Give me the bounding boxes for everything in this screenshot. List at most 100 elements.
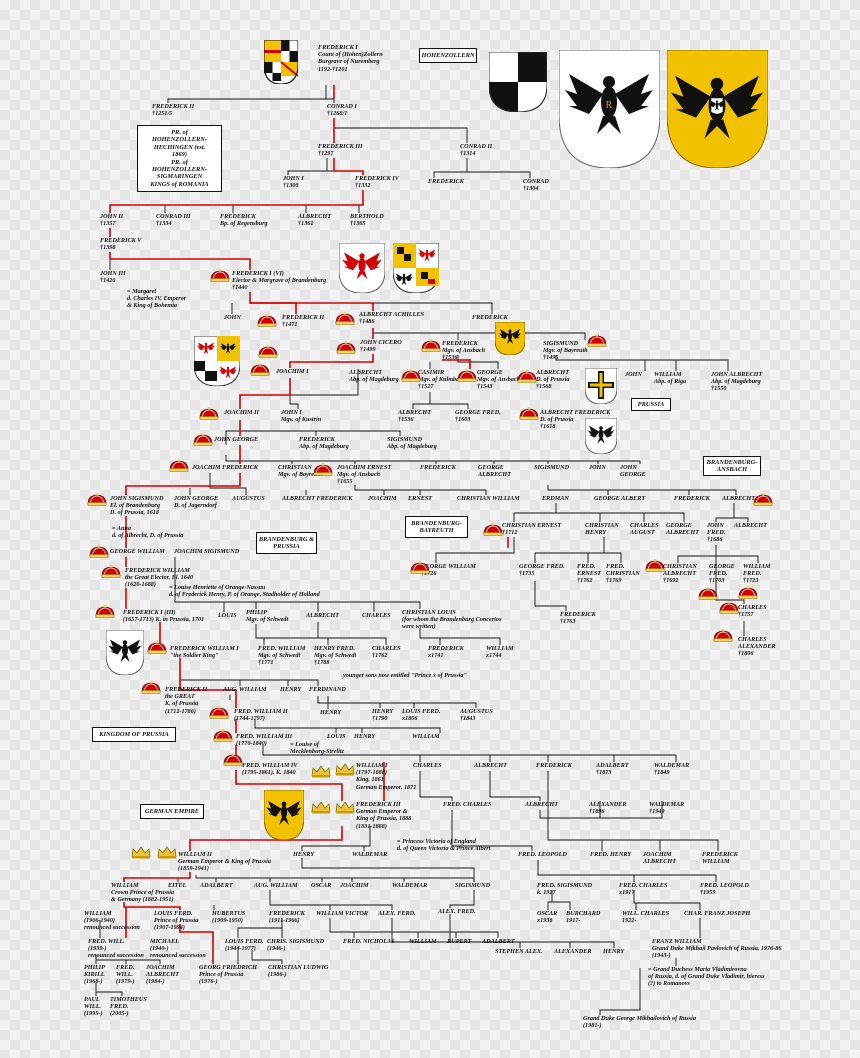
person-george-fred-1603: GEORGE FRED. †1603 [455,409,501,424]
crown-icon [483,522,503,536]
family-connector [290,369,359,396]
family-connector [419,628,501,645]
person-louis-ferd-b: LOUIS FERD. Prince of Prussia (1907-1994… [154,910,199,932]
crown-icon [95,604,115,618]
person-frederick-magdeburg: FREDERICK Abp. of Magdeburg [299,436,349,451]
person-christian-ludwig: CHRISTIAN LUDWIG (1986-) [268,964,329,979]
person-charles-1757: CHARLES †1757 [738,604,767,619]
family-connector [419,771,453,801]
person-john-iii: JOHN III †1420 [100,270,126,285]
person-frederick-william-b: FREDERICK WILLIAM [702,851,738,866]
person-conrad-c: CONRAD †1304 [523,178,549,193]
family-connector [633,890,701,910]
person-oscar-a: OSCAR [311,882,332,889]
crown-icon [335,763,355,776]
family-connector [109,190,364,213]
person-fw-iv: FRED. WILLIAM IV (1795-1861), K. 1840 [242,762,298,777]
person-waldemar-a: WALDEMAR [352,851,388,858]
crown-icon [199,406,219,420]
family-connector [329,918,499,938]
family-connector [634,902,637,910]
family-connector [334,127,468,143]
family-connector [457,355,499,369]
brandenburg-eagle-crest [339,243,385,293]
crown-icon [223,752,243,766]
person-fred-christian: FRED. CHRISTIAN †1769 [606,563,640,585]
person-christian-william: CHRISTIAN WILLIAM [457,495,520,502]
crown-icon [753,492,773,506]
family-connector [237,918,283,938]
person-fred-will-1979: FRED. WILL. (1979-) [116,964,135,986]
person-frederick-g: FREDERICK [536,762,572,769]
person-john-i: JOHN I †1300 [283,175,304,190]
person-louis-ferd-a: LOUIS FERD. x1806 [402,708,441,723]
person-frederick-iii-a: FREDERICK III †1297 [318,143,363,158]
family-connector [95,955,161,964]
person-george-fred-1735: GEORGE FRED. †1735 [519,563,565,578]
person-william-b: WILLIAM [409,938,437,945]
family-connector [715,503,735,522]
person-john-albrecht-1550: JOHN ALBRECHT Abp. of Magdeburg †1550 [711,371,763,393]
person-albrecht-frederick: ALBRECHT FREDERICK D. of Prussia †1618 [540,409,611,431]
crown-icon [258,344,278,358]
family-connector [451,810,533,851]
family-connector [363,845,370,851]
person-charles-alexander: CHARLES ALEXANDER †1806 [738,636,776,658]
person-george-ansbach: GEORGE Mgv. of Ansbach †1543 [477,369,521,391]
region-box-brandenburg-prussia: BRANDENBURG & PRUSSIA [256,532,317,554]
person-john-sigismund: JOHN SIGISMUND El. of Brandenburg D. of … [110,495,164,517]
region-box-german-empire: GERMAN EMPIRE [140,804,204,819]
family-connector [715,556,745,604]
crown-icon [738,585,758,599]
family-connector [430,403,469,409]
family-connector [175,601,421,609]
person-john-ii: JOHN II †1357 [100,213,124,228]
main-line-connector [289,354,374,368]
family-connector [262,745,677,762]
younger-sons-note: younger sons now entitled "Prince x of P… [343,672,467,679]
family-connector [467,171,531,178]
crown-icon [157,846,177,859]
person-henry-1790: HENRY †1790 [372,708,394,723]
person-albrecht-e: ALBRECHT [474,762,508,769]
family-connector [555,355,729,371]
main-line-connector [109,190,364,213]
crown-icon [519,406,539,420]
person-albrecht-achilles: ALBRECHT ACHILLES †1486 [359,311,424,326]
person-john-c: JOHN [625,371,642,378]
person-albrecht-frederick-b: ALBRECHT FREDERICK [282,495,353,502]
brandenburg-quartered-crest [393,243,439,293]
family-connector [449,890,475,908]
person-george-william: GEORGE WILLIAM [110,548,165,555]
crown-icon [311,765,331,778]
person-louise-henriette: = Louise Henriette of Orange-Nassau d. o… [169,584,320,599]
person-albrecht-c: ALBRECHT [734,522,768,529]
person-joachim-albrecht: JOACHIM ALBRECHT [643,851,677,866]
family-connector [251,950,283,964]
person-louise-meck: = Louise of Mecklenburg-Strelitz [290,741,344,756]
person-christian-bayreuth: CHRISTIAN Mgv. of Bayreuth [278,464,323,479]
family-connector [255,624,329,645]
crown-icon [210,268,230,282]
family-connector [301,858,475,882]
person-william-victor: WILLIAM VICTOR [316,910,368,917]
family-connector [256,637,265,645]
person-henry-e: HENRY [603,948,625,955]
crown-icon [719,600,739,614]
person-frederick-william-ge: FREDERICK WILLIAM the Great Elector, El.… [125,567,194,589]
person-frederick-1763: FREDERICK †1763 [560,611,596,626]
person-fw-iii: FRED. WILLIAM III (1770-1840) [236,733,293,748]
crown-icon [313,462,333,476]
family-connector [167,85,327,103]
person-fw-i: FREDERICK WILLIAM I "the Soldier King" [170,645,239,660]
person-sigismund-bayreuth: SIGISMUND Mgv. of Bayreuth †1495 [543,340,588,362]
person-adalbert-1873: ADALBERT †1873 [596,762,629,777]
family-connector [225,455,641,464]
region-box-prussia: PRUSSIA [631,398,671,411]
family-connector [175,601,257,609]
imperial-eagle-crest [667,50,768,168]
crown-icon [89,544,109,558]
family-connector [540,801,663,819]
person-joachim-albrecht-b: JOACHIM ALBRECHT (1984-) [146,964,180,986]
